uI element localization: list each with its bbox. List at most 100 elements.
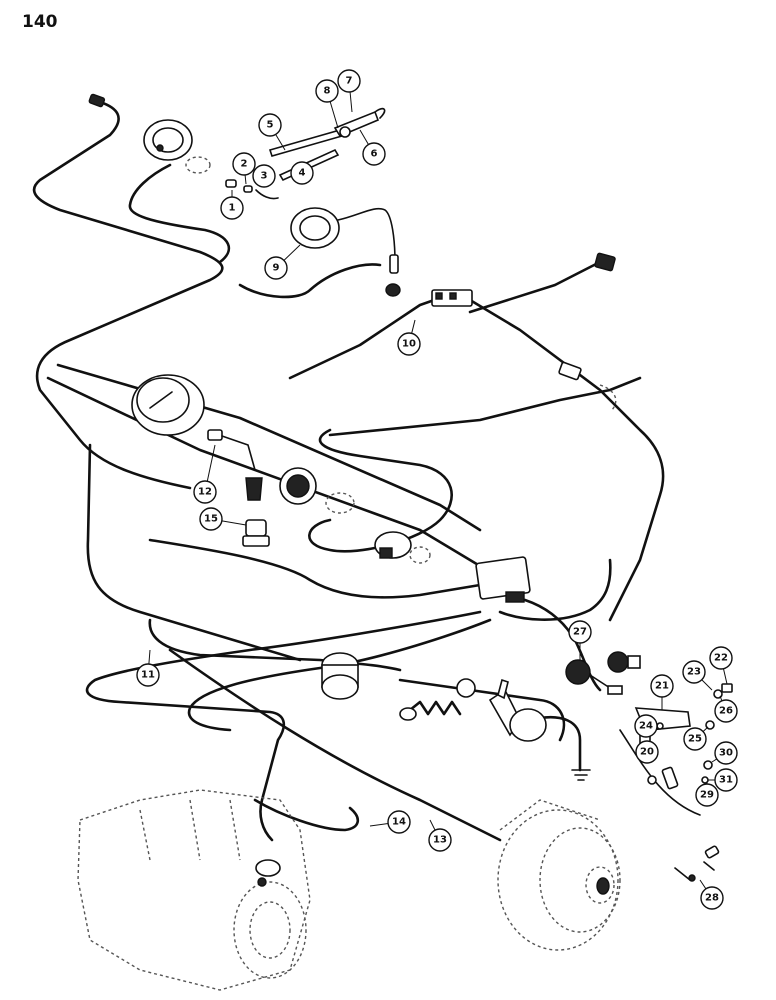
throttle-switch [488, 678, 547, 742]
callout-11: 11 [136, 649, 160, 687]
callout-label: 25 [688, 734, 702, 745]
callout-label: 29 [700, 790, 714, 801]
callout-circle [199, 507, 223, 531]
callout-circle [428, 828, 452, 852]
harness-wire-relay-10 [288, 296, 442, 380]
callout-label: 23 [687, 667, 701, 678]
gauge-large [131, 374, 205, 436]
callout-label: 31 [719, 775, 733, 786]
callout-circle [700, 886, 724, 910]
starter-motor [77, 789, 311, 991]
gauge-small [279, 467, 355, 514]
harness-wire-to-junction [498, 558, 612, 621]
callout-4: 4 [290, 161, 314, 185]
wire-harness [32, 100, 665, 842]
callout-circle [232, 152, 256, 176]
callout-5: 5 [258, 113, 286, 151]
plug-right [558, 361, 617, 411]
ground-symbol [571, 769, 591, 781]
callout-label: 30 [719, 748, 733, 759]
harness-loop-lower-left [85, 610, 482, 842]
callout-15: 15 [199, 507, 247, 531]
callout-label: 27 [573, 627, 587, 638]
callout-26: 26 [714, 695, 738, 723]
callout-20: 20 [635, 740, 659, 764]
callout-circle [635, 740, 659, 764]
callout-12: 12 [193, 444, 217, 504]
harness-main-trunk-2 [56, 363, 482, 532]
connector-10 [431, 289, 473, 307]
callout-31: 31 [708, 768, 738, 792]
callout-circle [252, 164, 276, 188]
callout-label: 12 [198, 487, 212, 498]
callout-label: 14 [392, 817, 406, 828]
callout-circle [136, 663, 160, 687]
callout-21: 21 [650, 674, 674, 710]
components [77, 93, 733, 991]
switch-27 [565, 659, 623, 695]
callout-10: 10 [397, 319, 421, 356]
switch-right [607, 651, 641, 673]
callout-circle [683, 727, 707, 751]
sender-12 [207, 429, 263, 501]
fittings-6-8 [333, 107, 386, 138]
callout-label: 10 [402, 339, 416, 350]
harness-wire-upper [128, 163, 231, 264]
callout-circle [634, 714, 658, 738]
gauge-9 [290, 207, 401, 297]
callout-circle [337, 69, 361, 93]
alternator [497, 799, 621, 951]
callout-27: 27 [568, 620, 592, 660]
callout-circle [315, 79, 339, 103]
harness-loop-gauge [238, 263, 382, 299]
harness-wire-right-connector [468, 260, 602, 314]
fitting-15 [242, 519, 270, 547]
callout-circle [290, 161, 314, 185]
spring-coil [399, 678, 476, 721]
callout-8: 8 [315, 79, 339, 129]
callout-label: 6 [371, 149, 378, 160]
callout-7: 7 [337, 69, 361, 113]
callout-circle [264, 256, 288, 280]
callout-3: 3 [252, 164, 276, 188]
callout-14: 14 [369, 810, 411, 834]
harness-wire-to-14 [253, 798, 359, 832]
solenoid-center [321, 652, 359, 700]
callout-label: 13 [433, 835, 447, 846]
callout-9: 9 [264, 244, 301, 280]
callout-circle [193, 480, 217, 504]
callout-label: 15 [204, 514, 218, 525]
callout-label: 2 [241, 159, 248, 170]
callout-circle [709, 646, 733, 670]
callout-label: 20 [640, 747, 654, 758]
callout-label: 7 [346, 76, 353, 87]
callout-circle [695, 783, 719, 807]
callout-1: 1 [220, 190, 244, 220]
callout-label: 8 [324, 86, 331, 97]
callout-circle [387, 810, 411, 834]
callout-22: 22 [709, 646, 733, 685]
ignition-switch [374, 531, 431, 564]
callout-label: 9 [273, 263, 280, 274]
callout-circle [568, 620, 592, 644]
callout-label: 3 [261, 171, 268, 182]
callout-circle [714, 768, 738, 792]
callout-label: 28 [705, 893, 719, 904]
callout-13: 13 [428, 819, 452, 852]
callout-label: 22 [714, 653, 728, 664]
relay-box [475, 556, 531, 603]
page-number: 140 [22, 12, 58, 32]
callout-label: 24 [639, 721, 653, 732]
callout-label: 4 [299, 168, 306, 179]
harness-wire-top-left [32, 100, 224, 490]
gauge-upper-left [143, 119, 211, 174]
callout-label: 21 [655, 681, 669, 692]
callout-25: 25 [683, 726, 709, 751]
harness-wire-to-13 [168, 648, 502, 842]
callout-29: 29 [695, 782, 719, 807]
harness-wire-ground [538, 715, 582, 772]
callout-6: 6 [359, 129, 386, 166]
hardware-28 [674, 845, 720, 882]
callout-circle [714, 699, 738, 723]
